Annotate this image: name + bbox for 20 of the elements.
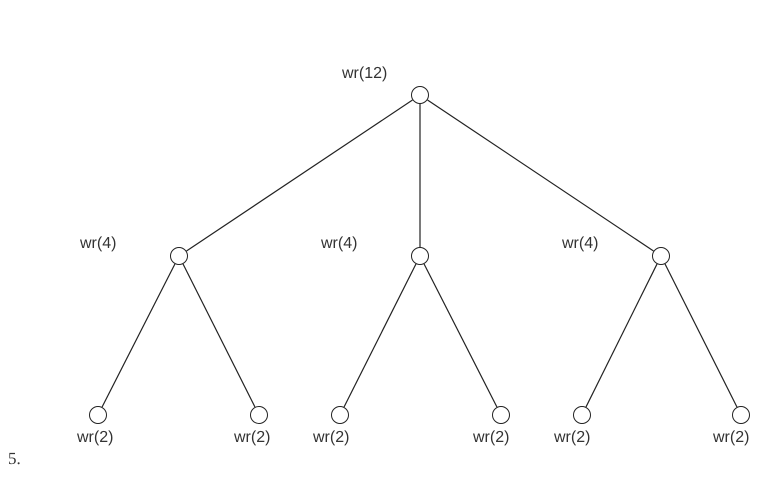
connector-line <box>186 100 413 252</box>
node-weight-label: wr(2) <box>554 430 590 446</box>
node-weight-label: wr(2) <box>77 430 114 446</box>
connector-line <box>585 264 658 408</box>
connector-line <box>419 104 421 247</box>
node-weight-label: wr(4) <box>562 236 598 252</box>
connector-line <box>182 264 256 408</box>
item-number: 5. <box>8 450 21 467</box>
connector-line <box>102 264 176 408</box>
node-weight-label: wr(12) <box>342 66 388 82</box>
node-weight-label: wr(2) <box>313 430 350 446</box>
connector-line <box>424 264 498 408</box>
connector-line <box>427 100 654 252</box>
node-weight-label: wr(4) <box>321 236 358 252</box>
connector-line <box>664 264 738 408</box>
connector-line <box>344 264 416 408</box>
node-weight-label: wr(2) <box>473 430 510 446</box>
node-weight-label: wr(2) <box>713 430 750 446</box>
node-weight-label: wr(4) <box>80 236 116 252</box>
node-weight-label: wr(2) <box>234 430 270 446</box>
